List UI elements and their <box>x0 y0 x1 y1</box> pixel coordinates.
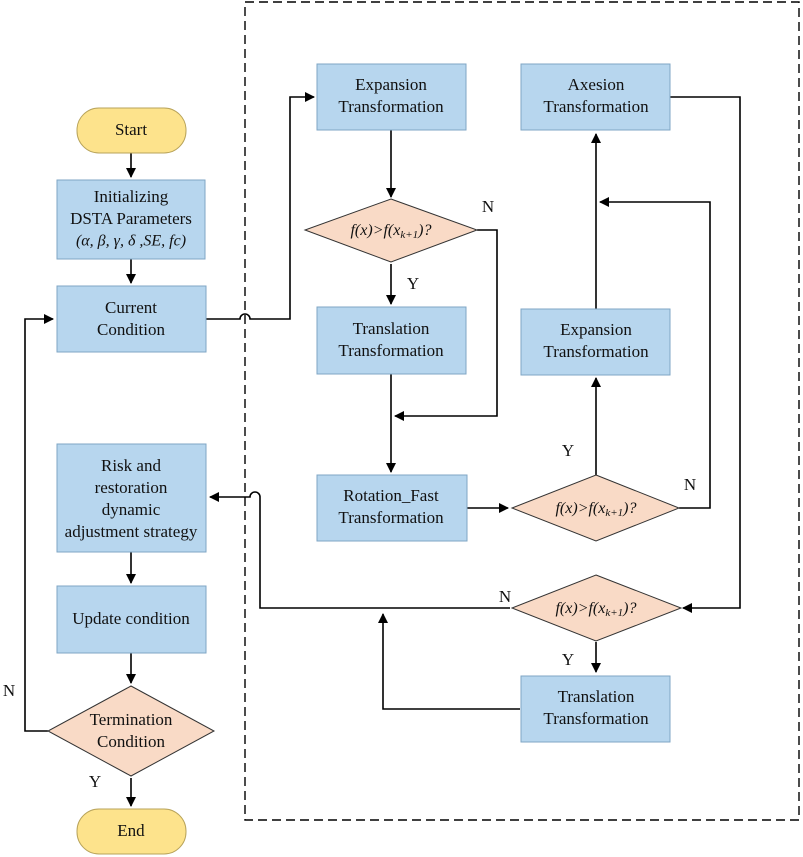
update-condition-node: Update condition <box>56 585 207 654</box>
risk-line-4: adjustment strategy <box>65 522 198 541</box>
expansion1-line-1: Expansion <box>355 75 427 94</box>
cond2-no-label: N <box>684 475 696 494</box>
cond3-no-label: N <box>499 587 511 606</box>
risk-strategy-node: Risk and restoration dynamic adjustment … <box>56 443 207 553</box>
edge-cond3-risk <box>209 491 510 609</box>
translation-transformation-node-2: Translation Transformation <box>520 675 671 743</box>
init-line-3: (α, β, γ, δ ,SE, fc) <box>76 233 186 250</box>
init-node: Initializing DSTA Parameters (α, β, γ, δ… <box>56 179 206 260</box>
axesion-transformation-node: Axesion Transformation <box>520 63 671 131</box>
termination-line-2: Condition <box>97 732 166 751</box>
axesion-line-1: Axesion <box>568 75 625 94</box>
decision-2: f(x)>f(xk+1)? <box>510 474 681 542</box>
expansion-transformation-node-2: Expansion Transformation <box>520 308 671 376</box>
termination-decision: Termination Condition <box>46 685 216 777</box>
init-line-2: DSTA Parameters <box>70 209 192 228</box>
translation2-line-2: Transformation <box>543 709 649 728</box>
translation-transformation-node-1: Translation Transformation <box>316 306 467 375</box>
rotation-line-2: Transformation <box>338 508 444 527</box>
risk-line-2: restoration <box>95 478 168 497</box>
update-label: Update condition <box>72 609 190 628</box>
termination-line-1: Termination <box>90 710 173 729</box>
termination-no-label: N <box>3 681 15 700</box>
translation2-line-1: Translation <box>558 687 635 706</box>
cond1-yes-label: Y <box>407 274 419 293</box>
axesion-line-2: Transformation <box>543 97 649 116</box>
decision-3: f(x)>f(xk+1)? <box>510 574 683 642</box>
translation1-line-1: Translation <box>353 319 430 338</box>
cond1-label: f(x)>f(xk+1)? <box>350 222 431 241</box>
cond2-yes-label: Y <box>562 441 574 460</box>
rotation-line-1: Rotation_Fast <box>343 486 439 505</box>
init-line-1: Initializing <box>94 187 169 206</box>
edge-current-expansion <box>206 92 315 320</box>
edge-cond1-no <box>394 229 498 421</box>
edge-translation2-loop <box>378 613 520 710</box>
decision-1: f(x)>f(xk+1)? <box>303 198 479 263</box>
termination-yes-label: Y <box>89 772 101 791</box>
expansion2-line-2: Transformation <box>543 342 649 361</box>
end-label: End <box>117 821 145 840</box>
edge-termination-no <box>24 314 54 732</box>
cond3-yes-label: Y <box>562 650 574 669</box>
edge-axesion-cond3 <box>670 96 741 613</box>
cond2-label: f(x)>f(xk+1)? <box>555 500 636 519</box>
start-node: Start <box>76 107 187 154</box>
cond1-no-label: N <box>482 197 494 216</box>
expansion2-line-1: Expansion <box>560 320 632 339</box>
start-label: Start <box>115 120 147 139</box>
rotation-fast-transformation-node: Rotation_Fast Transformation <box>316 474 468 542</box>
risk-line-1: Risk and <box>101 456 161 475</box>
current-condition-node: Current Condition <box>56 285 207 353</box>
edge-cond2-no <box>599 197 711 509</box>
translation1-line-2: Transformation <box>338 341 444 360</box>
end-node: End <box>76 808 187 855</box>
risk-line-3: dynamic <box>102 500 161 519</box>
expansion-transformation-node: Expansion Transformation <box>316 63 467 131</box>
current-line-1: Current <box>105 298 157 317</box>
current-line-2: Condition <box>97 320 166 339</box>
cond3-label: f(x)>f(xk+1)? <box>555 600 636 619</box>
expansion1-line-2: Transformation <box>338 97 444 116</box>
